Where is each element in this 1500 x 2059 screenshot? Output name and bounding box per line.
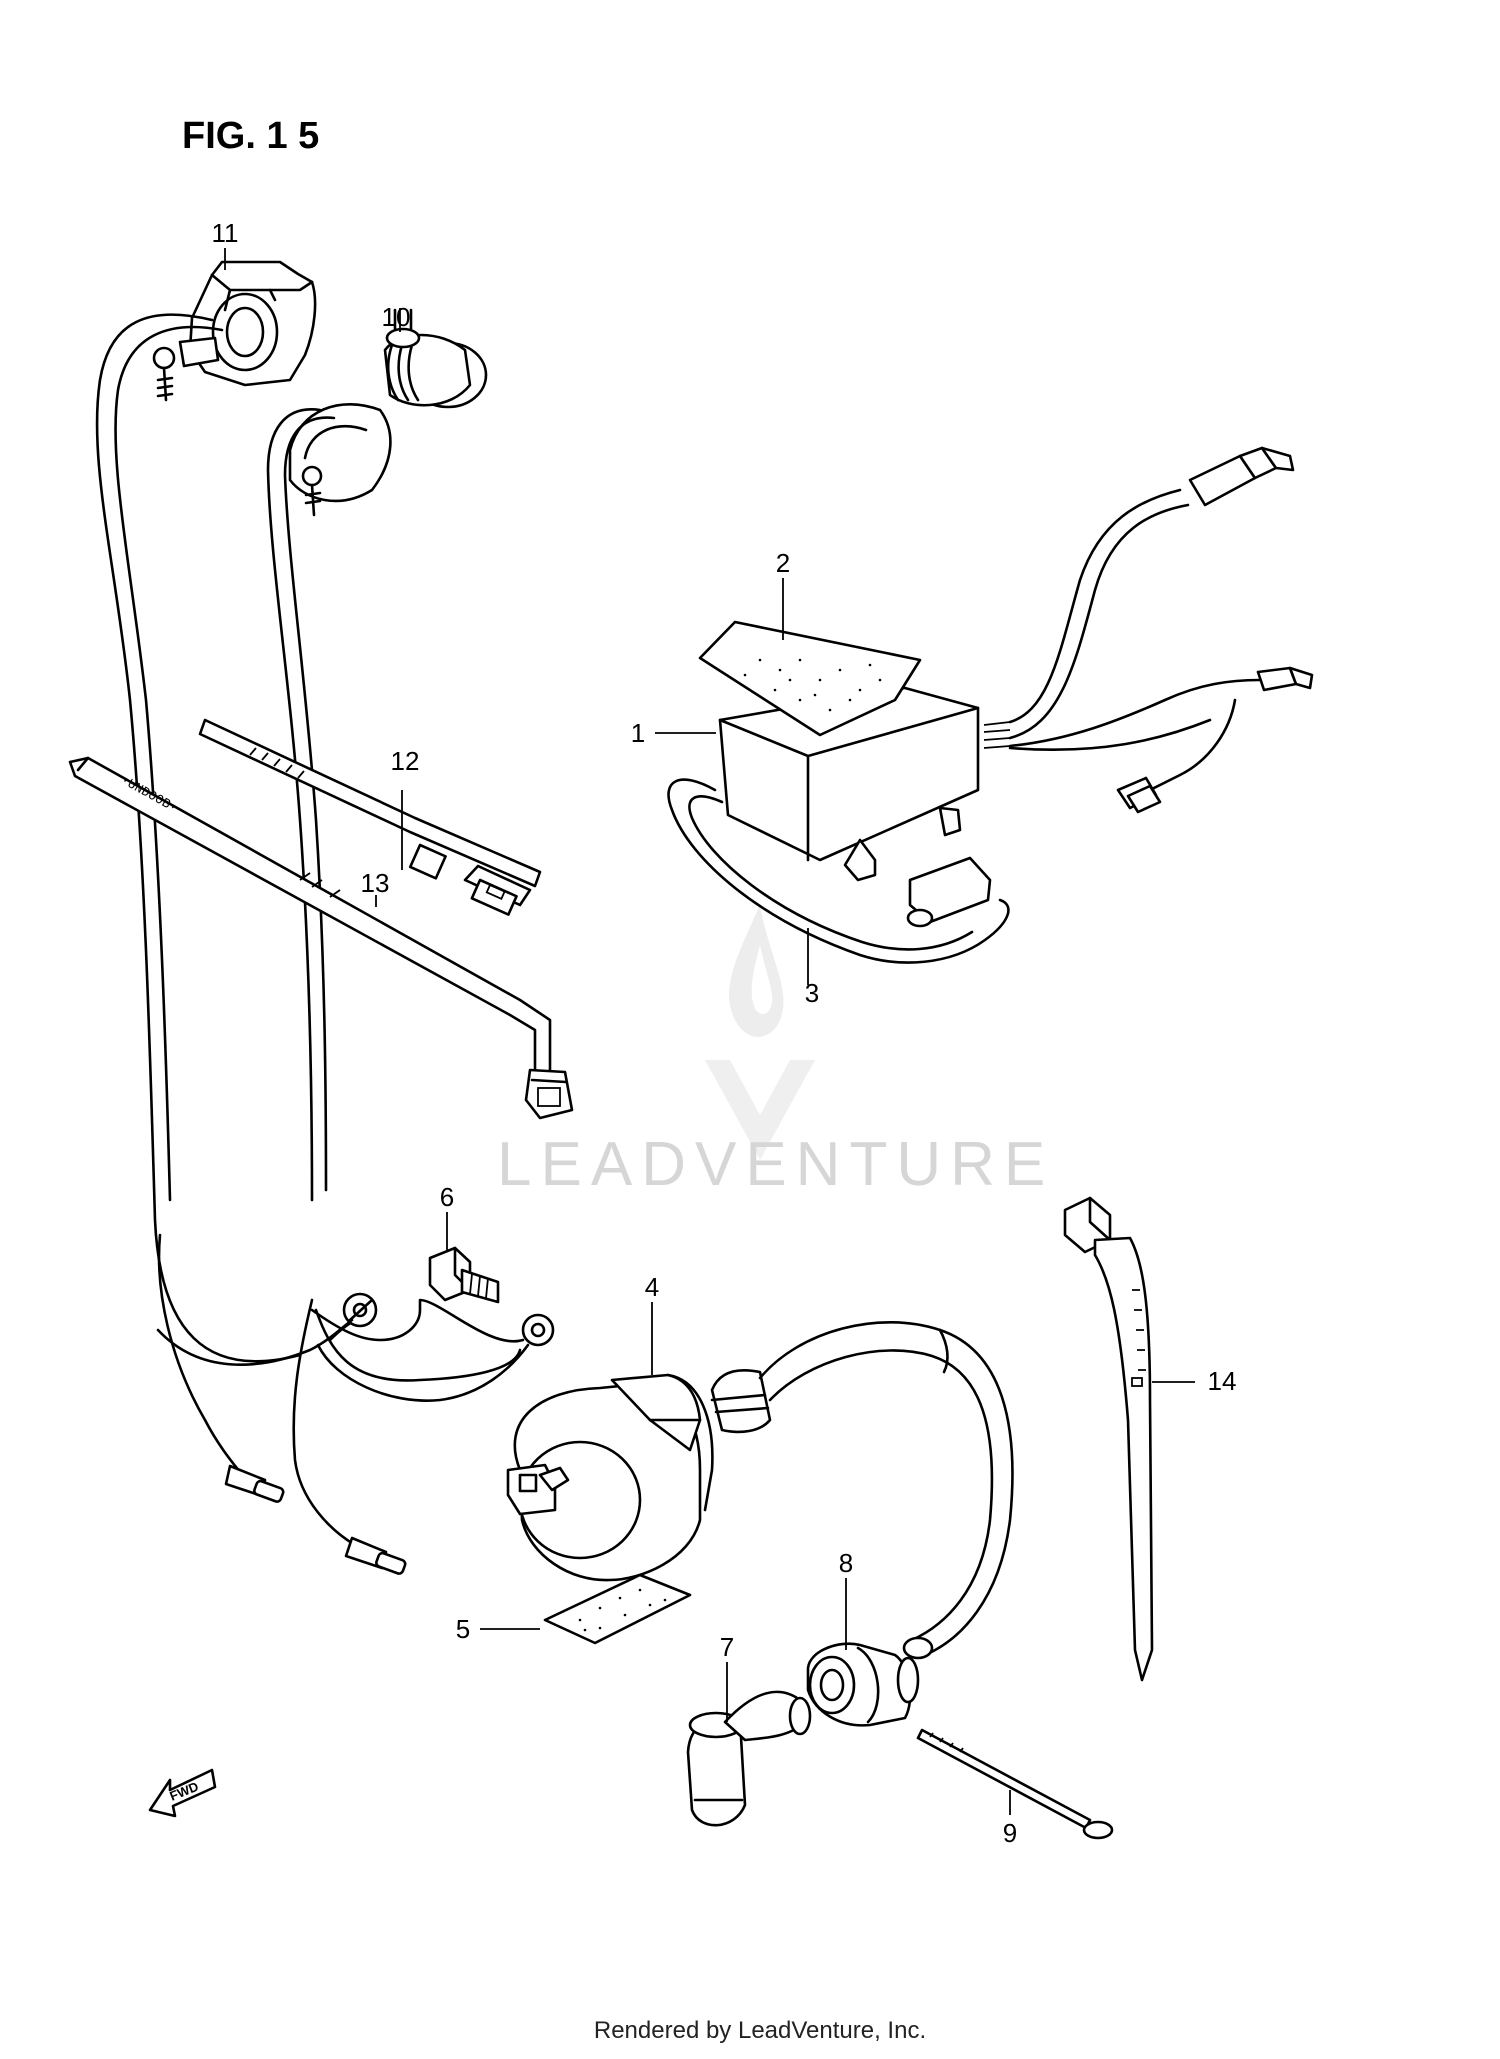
part-label-5: 5 xyxy=(456,1614,470,1644)
part-1-cdi-unit xyxy=(718,686,1011,882)
part-label-13: 13 xyxy=(361,868,390,898)
figure-title: FIG. 1 5 xyxy=(182,115,319,157)
part-label-12: 12 xyxy=(391,746,420,776)
part-6-bolt xyxy=(428,1246,500,1304)
part-4-ignition-coil xyxy=(506,1369,772,1582)
leader-lines xyxy=(224,248,1195,1815)
part-9-cable-tie xyxy=(916,1728,1114,1840)
part-14-tie-strap xyxy=(1063,1196,1154,1682)
part-3-rubber-band xyxy=(667,778,1010,964)
part-7-spark-plug-cap xyxy=(686,1690,812,1827)
part-5-cushion-pad xyxy=(543,1573,692,1645)
part-label-1: 1 xyxy=(631,718,645,748)
part-11-switch-housing xyxy=(152,260,317,402)
part-label-7: 7 xyxy=(720,1632,734,1662)
part-label-4: 4 xyxy=(645,1272,659,1302)
part-label-6: 6 xyxy=(440,1182,454,1212)
part-label-11: 11 xyxy=(212,218,239,248)
part-11-cable xyxy=(95,313,302,1503)
part-8-seal xyxy=(806,1642,920,1727)
ground-wire-ring-terminals xyxy=(156,1298,530,1402)
part-label-8: 8 xyxy=(839,1548,853,1578)
watermark-text: LEADVENTURE xyxy=(497,1130,1054,1199)
fwd-direction-arrow: FWD xyxy=(148,1768,217,1818)
part-12-strap xyxy=(198,718,542,916)
part-label-2: 2 xyxy=(776,548,790,578)
part-4-high-tension-lead xyxy=(758,1321,1014,1660)
part-label-9: 9 xyxy=(1003,1818,1017,1848)
part-label-10: 10 xyxy=(382,302,411,332)
part-2-sponge-pad xyxy=(698,620,922,737)
part-number-labels: 11 10 2 1 3 12 13 6 4 14 5 7 8 9 xyxy=(212,218,1237,1848)
cdi-wiring-connectors xyxy=(1008,446,1314,814)
watermark-logo xyxy=(705,905,815,1160)
footer-credit: Rendered by LeadVenture, Inc. xyxy=(594,2017,926,2044)
part-10-kill-switch xyxy=(288,308,488,517)
part-13-tie-strap: ·UNDOOB· xyxy=(68,756,574,1120)
part-label-3: 3 xyxy=(805,978,819,1008)
part-label-14: 14 xyxy=(1208,1366,1237,1396)
